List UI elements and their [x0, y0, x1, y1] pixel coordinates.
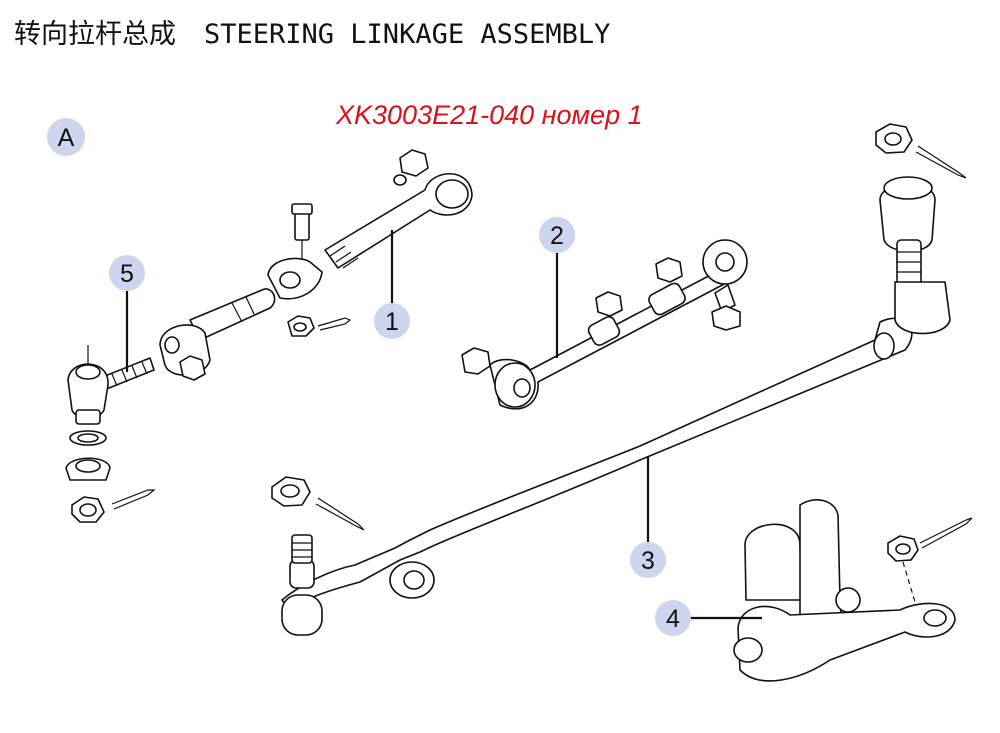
title-chinese: 转向拉杆总成 [14, 19, 176, 50]
svg-text:2: 2 [550, 222, 564, 250]
callout-4: 4 [655, 600, 691, 636]
callout-5: 5 [109, 255, 145, 291]
callout-1: 1 [374, 303, 410, 339]
part-4-idler-arm [733, 499, 973, 682]
part-2-tie-rod [461, 239, 748, 410]
svg-text:3: 3 [641, 547, 655, 575]
title-english: STEERING LINKAGE ASSEMBLY [204, 19, 611, 50]
part-3-drag-link [271, 123, 967, 636]
callout-2: 2 [539, 217, 575, 253]
section-marker-a: A [47, 118, 85, 156]
svg-text:1: 1 [385, 308, 399, 336]
callout-3: 3 [630, 542, 666, 578]
part-5-adjustable-end [65, 288, 276, 523]
svg-text:5: 5 [120, 260, 134, 288]
part-1-tie-rod-end [267, 149, 473, 337]
part-number: XK3003E21-040 номер 1 [336, 100, 643, 130]
svg-text:4: 4 [666, 605, 680, 633]
svg-text:A: A [58, 124, 75, 152]
diagram-title: 转向拉杆总成 STEERING LINKAGE ASSEMBLY [14, 12, 610, 51]
